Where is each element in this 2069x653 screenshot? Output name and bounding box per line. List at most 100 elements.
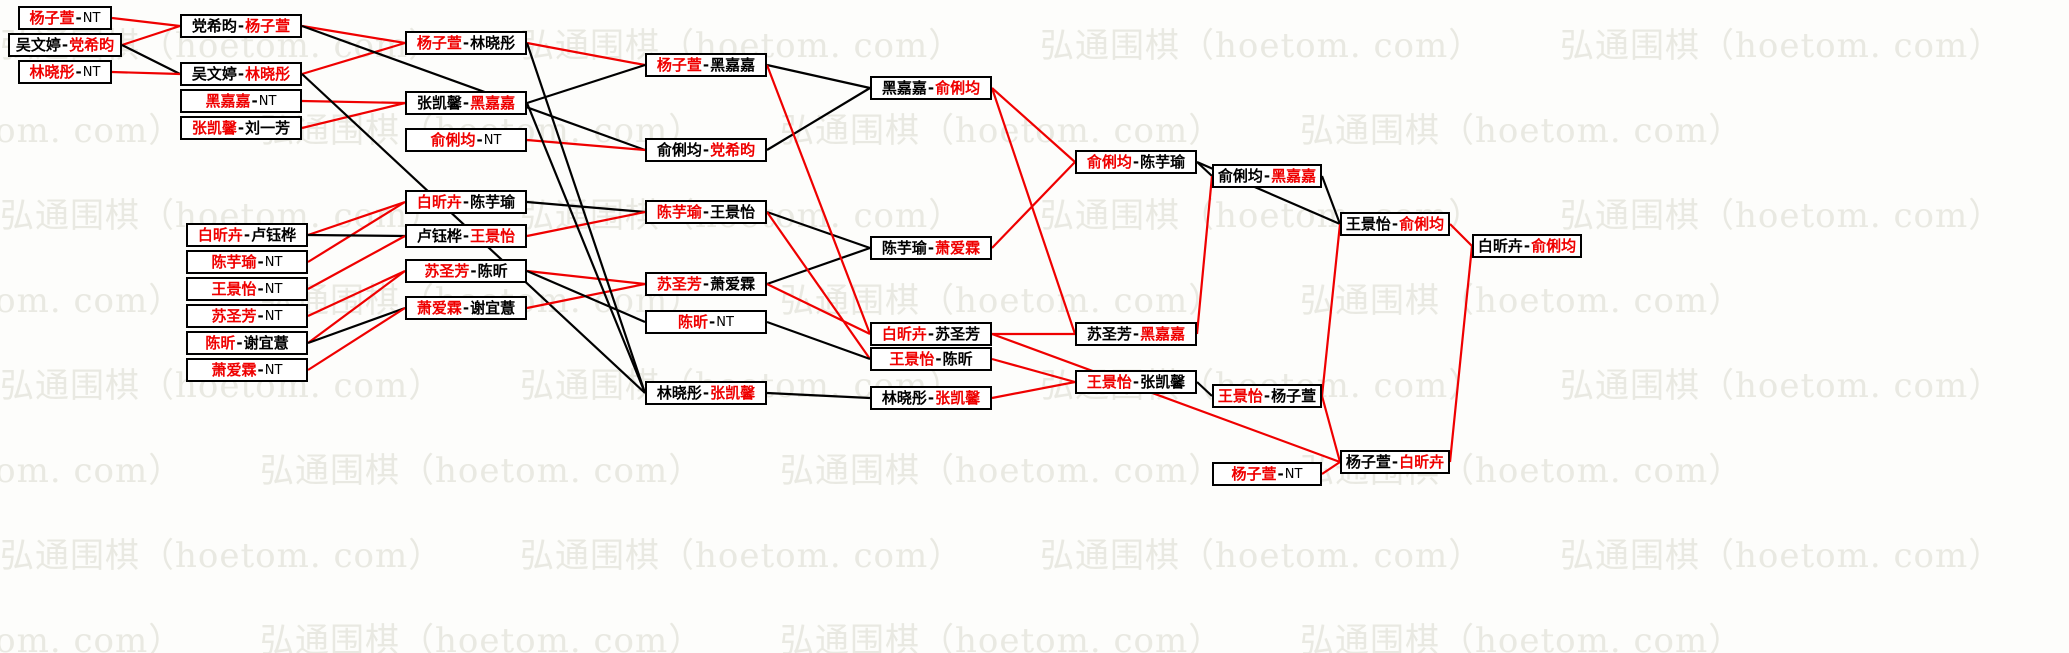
player-left: 王景怡 bbox=[889, 349, 935, 368]
player-right: 党希昀 bbox=[710, 140, 756, 159]
player-left: 俞俐均 bbox=[430, 130, 476, 149]
edge-winner bbox=[991, 161, 1076, 249]
match-node[interactable]: 林晓彤-张凯馨 bbox=[870, 386, 992, 410]
edge-loser bbox=[526, 63, 646, 105]
vs-separator: - bbox=[1132, 324, 1140, 343]
player-right: 黑嘉嘉 bbox=[470, 93, 516, 112]
match-node[interactable]: 白昕卉-陈芋瑜 bbox=[405, 190, 527, 214]
player-left: 党希昀 bbox=[191, 16, 237, 35]
player-left: 白昕卉 bbox=[881, 324, 927, 343]
match-node[interactable]: 黑嘉嘉-NT bbox=[180, 89, 302, 113]
match-node[interactable]: 萧爱霖-NT bbox=[186, 358, 308, 382]
vs-separator: - bbox=[257, 306, 264, 325]
vs-separator: - bbox=[237, 64, 245, 83]
vs-separator: - bbox=[462, 226, 470, 245]
edge-winner bbox=[990, 87, 1077, 335]
match-node[interactable]: 白昕卉-俞俐均 bbox=[1472, 234, 1582, 258]
match-node[interactable]: 俞俐均-NT bbox=[405, 128, 527, 152]
match-node[interactable]: 陈芋瑜-NT bbox=[186, 250, 308, 274]
player-right: 张凯馨 bbox=[935, 388, 981, 407]
match-node[interactable]: 杨子萱-白昕卉 bbox=[1340, 450, 1450, 474]
match-node[interactable]: 王景怡-陈昕 bbox=[870, 347, 992, 371]
match-node[interactable]: 卢钰桦-王景怡 bbox=[405, 224, 527, 248]
player-right: 张凯馨 bbox=[710, 383, 756, 402]
match-node[interactable]: 王景怡-俞俐均 bbox=[1340, 212, 1450, 236]
vs-separator: - bbox=[462, 298, 470, 317]
player-left: 杨子萱 bbox=[416, 33, 462, 52]
player-left: 黑嘉嘉 bbox=[881, 78, 927, 97]
match-node[interactable]: 张凯馨-刘一芳 bbox=[180, 116, 302, 140]
player-left: 王景怡 bbox=[1217, 386, 1263, 405]
match-node[interactable]: 陈芋瑜-萧爱霖 bbox=[870, 236, 992, 260]
match-node[interactable]: 张凯馨-黑嘉嘉 bbox=[405, 91, 527, 115]
vs-separator: - bbox=[75, 62, 82, 81]
player-left: 俞俐均 bbox=[656, 140, 702, 159]
vs-separator: - bbox=[243, 225, 251, 244]
edge-winner bbox=[991, 357, 1076, 384]
match-node[interactable]: 林晓彤-NT bbox=[18, 60, 112, 84]
player-left: 陈昕 bbox=[205, 333, 236, 352]
player-left: 林晓彤 bbox=[29, 62, 75, 81]
player-left: 白昕卉 bbox=[1477, 236, 1523, 255]
player-right: 王景怡 bbox=[470, 226, 516, 245]
match-node[interactable]: 王景怡-杨子萱 bbox=[1212, 384, 1322, 408]
match-node[interactable]: 苏圣芳-NT bbox=[186, 304, 308, 328]
edge-winner bbox=[526, 210, 646, 238]
match-node[interactable]: 陈芋瑜-王景怡 bbox=[645, 200, 767, 224]
player-left: 林晓彤 bbox=[656, 383, 702, 402]
match-node[interactable]: 白昕卉-卢钰桦 bbox=[186, 223, 308, 247]
player-right: 杨子萱 bbox=[245, 16, 291, 35]
player-left: 萧爱霖 bbox=[416, 298, 462, 317]
player-right: 萧爱霖 bbox=[935, 238, 981, 257]
match-node[interactable]: 白昕卉-苏圣芳 bbox=[870, 322, 992, 346]
edge-loser bbox=[307, 306, 406, 345]
vs-separator: - bbox=[1391, 214, 1399, 233]
match-node[interactable]: 萧爱霖-谢宜薏 bbox=[405, 296, 527, 320]
edge-loser bbox=[526, 200, 646, 214]
player-right: 萧爱霖 bbox=[710, 274, 756, 293]
vs-separator: - bbox=[251, 91, 258, 110]
bye-label: NT bbox=[264, 281, 283, 297]
match-node[interactable]: 陈昕-NT bbox=[645, 310, 767, 334]
vs-separator: - bbox=[476, 130, 483, 149]
player-right: 王景怡 bbox=[710, 202, 756, 221]
match-node[interactable]: 陈昕-谢宜薏 bbox=[186, 331, 308, 355]
match-node[interactable]: 王景怡-NT bbox=[186, 277, 308, 301]
match-node[interactable]: 王景怡-张凯馨 bbox=[1075, 370, 1197, 394]
match-node[interactable]: 苏圣芳-萧爱霖 bbox=[645, 272, 767, 296]
vs-separator: - bbox=[61, 35, 69, 54]
vs-separator: - bbox=[236, 333, 243, 352]
vs-separator: - bbox=[709, 312, 716, 331]
match-node[interactable]: 黑嘉嘉-俞俐均 bbox=[870, 76, 992, 100]
edge-loser bbox=[525, 102, 647, 394]
match-node[interactable]: 俞俐均-党希昀 bbox=[645, 138, 767, 162]
player-left: 苏圣芳 bbox=[1086, 324, 1132, 343]
player-right: 黑嘉嘉 bbox=[1140, 324, 1186, 343]
match-node[interactable]: 党希昀-杨子萱 bbox=[180, 14, 302, 38]
match-node[interactable]: 吴文婷-林晓彤 bbox=[180, 62, 302, 86]
match-node[interactable]: 杨子萱-林晓彤 bbox=[405, 31, 527, 55]
match-node[interactable]: 杨子萱-NT bbox=[18, 6, 112, 30]
player-right: 俞俐均 bbox=[1399, 214, 1445, 233]
vs-separator: - bbox=[470, 261, 477, 280]
vs-separator: - bbox=[257, 252, 264, 271]
vs-separator: - bbox=[237, 118, 245, 137]
player-left: 萧爱霖 bbox=[211, 360, 257, 379]
player-left: 黑嘉嘉 bbox=[205, 91, 251, 110]
player-right: 党希昀 bbox=[69, 35, 115, 54]
player-left: 俞俐均 bbox=[1217, 166, 1263, 185]
match-node[interactable]: 俞俐均-陈芋瑜 bbox=[1075, 150, 1197, 174]
match-node[interactable]: 苏圣芳-陈昕 bbox=[405, 259, 527, 283]
match-node[interactable]: 苏圣芳-黑嘉嘉 bbox=[1075, 322, 1197, 346]
match-node[interactable]: 林晓彤-张凯馨 bbox=[645, 381, 767, 405]
player-right: 陈昕 bbox=[477, 261, 508, 280]
player-left: 吴文婷 bbox=[191, 64, 237, 83]
player-left: 张凯馨 bbox=[191, 118, 237, 137]
vs-separator: - bbox=[75, 8, 82, 27]
match-node[interactable]: 吴文婷-党希昀 bbox=[8, 33, 122, 57]
match-node[interactable]: 杨子萱-NT bbox=[1212, 462, 1322, 486]
match-node[interactable]: 杨子萱-黑嘉嘉 bbox=[645, 53, 767, 77]
match-node[interactable]: 俞俐均-黑嘉嘉 bbox=[1212, 164, 1322, 188]
edge-winner bbox=[307, 200, 406, 237]
player-right: 林晓彤 bbox=[470, 33, 516, 52]
